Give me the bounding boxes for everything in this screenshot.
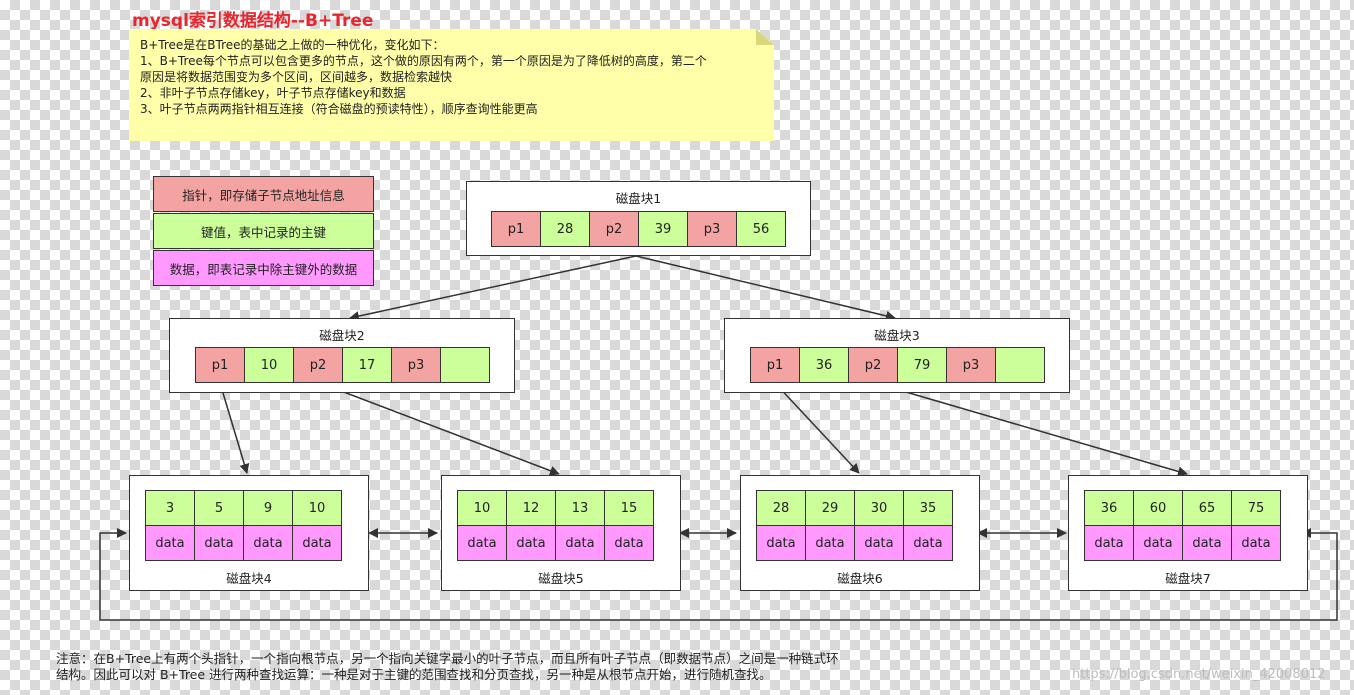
legend-data: 数据，即表记录中除主键外的数据 <box>153 250 374 286</box>
disk-block-label: 磁盘块5 <box>538 571 584 586</box>
footer-line: 注意：在B+Tree上有两个头指针，一个指向根节点，另一个指向关键字最小的叶子节… <box>56 651 839 666</box>
key-cell: 65 <box>1182 490 1232 526</box>
disk-block-label: 磁盘块3 <box>874 328 920 343</box>
key-cell <box>440 347 490 383</box>
note-line: B+Tree是在BTree的基础之上做的一种优化，变化如下： <box>140 38 445 52</box>
data-cell: data <box>1133 525 1183 561</box>
key-cell: 10 <box>457 490 507 526</box>
key-cell: 35 <box>903 490 953 526</box>
arrow-block2-p1 <box>219 382 250 474</box>
data-cell: data <box>756 525 806 561</box>
arrow-block3-p2 <box>874 382 1188 477</box>
disk-block-2: 磁盘块2 p1 10 p2 17 p3 <box>169 318 515 393</box>
pointer-cell: p1 <box>750 347 800 383</box>
legend-key: 键值，表中记录的主键 <box>153 213 374 249</box>
arrow-root-to-block2 <box>349 255 637 321</box>
note-text: B+Tree是在BTree的基础之上做的一种优化，变化如下： 1、B+Tree每… <box>140 37 770 117</box>
note-line: 2、非叶子节点存储key，叶子节点存储key和数据 <box>140 86 406 100</box>
arrow-root-to-block3 <box>635 255 896 321</box>
data-cell: data <box>506 525 556 561</box>
data-cell: data <box>457 525 507 561</box>
disk-block-label: 磁盘块7 <box>1165 571 1211 586</box>
disk-block-4: 3 5 9 10 data data data data 磁盘块4 <box>129 475 369 591</box>
pointer-cell: p2 <box>293 347 343 383</box>
note-line: 3、叶子节点两两指针相互连接（符合磁盘的预读特性），顺序查询性能更高 <box>140 102 538 116</box>
disk-block-label: 磁盘块4 <box>226 571 272 586</box>
page-title: mysql索引数据结构--B+Tree <box>132 11 374 31</box>
disk-block-label: 磁盘块2 <box>319 328 365 343</box>
key-cell: 30 <box>854 490 904 526</box>
key-cell: 3 <box>145 490 195 526</box>
key-cell: 5 <box>194 490 244 526</box>
data-cell: data <box>555 525 605 561</box>
disk-block-1: 磁盘块1 p1 28 p2 39 p3 56 <box>466 181 811 256</box>
pointer-cell: p1 <box>195 347 245 383</box>
key-cell: 60 <box>1133 490 1183 526</box>
pointer-cell: p3 <box>687 211 737 247</box>
pointer-cell: p3 <box>391 347 441 383</box>
arrow-block3-p1 <box>774 382 860 474</box>
data-cell: data <box>604 525 654 561</box>
data-cell: data <box>292 525 342 561</box>
data-cell: data <box>854 525 904 561</box>
disk-block-6: 28 29 30 35 data data data data 磁盘块6 <box>740 475 980 591</box>
footer-note: 注意：在B+Tree上有两个头指针，一个指向根节点，另一个指向关键字最小的叶子节… <box>56 651 839 683</box>
key-cell: 56 <box>736 211 786 247</box>
data-cell: data <box>805 525 855 561</box>
disk-block-5: 10 12 13 15 data data data data 磁盘块5 <box>441 475 681 591</box>
footer-line: 结构。因此可以对 B+Tree 进行两种查找运算：一种是对于主键的范围查找和分页… <box>56 667 772 682</box>
data-cell: data <box>903 525 953 561</box>
disk-block-7: 36 60 65 75 data data data data 磁盘块7 <box>1068 475 1308 591</box>
legend-pointer: 指针，即存储子节点地址信息 <box>153 176 374 212</box>
data-cell: data <box>1084 525 1134 561</box>
pointer-cell: p1 <box>491 211 541 247</box>
key-cell: 36 <box>799 347 849 383</box>
link-leaf-ring <box>99 528 1338 621</box>
data-cell: data <box>145 525 195 561</box>
key-cell: 12 <box>506 490 556 526</box>
pointer-cell: p2 <box>589 211 639 247</box>
disk-block-3: 磁盘块3 p1 36 p2 79 p3 <box>724 318 1070 393</box>
key-cell: 17 <box>342 347 392 383</box>
key-cell: 28 <box>540 211 590 247</box>
watermark: https://blog.csdn.net/weixin_42008012 <box>1072 667 1326 682</box>
pointer-cell: p3 <box>946 347 996 383</box>
key-cell: 36 <box>1084 490 1134 526</box>
disk-block-label: 磁盘块6 <box>837 571 883 586</box>
key-cell: 13 <box>555 490 605 526</box>
data-cell: data <box>243 525 293 561</box>
key-cell: 9 <box>243 490 293 526</box>
key-cell: 15 <box>604 490 654 526</box>
disk-block-label: 磁盘块1 <box>615 191 662 206</box>
pointer-cell: p2 <box>848 347 898 383</box>
note-line: 1、B+Tree每个节点可以包含更多的节点，这个做的原因有两个，第一个原因是为了… <box>140 54 707 68</box>
key-cell: 79 <box>897 347 947 383</box>
data-cell: data <box>1182 525 1232 561</box>
key-cell: 75 <box>1231 490 1281 526</box>
note-line: 原因是将数据范围变为多个区间，区间越多，数据检索越快 <box>140 70 453 84</box>
key-cell: 10 <box>292 490 342 526</box>
data-cell: data <box>1231 525 1281 561</box>
note-card <box>129 29 774 141</box>
key-cell: 28 <box>756 490 806 526</box>
key-cell: 39 <box>638 211 688 247</box>
key-cell <box>995 347 1045 383</box>
arrow-block2-p2 <box>319 382 560 476</box>
key-cell: 29 <box>805 490 855 526</box>
data-cell: data <box>194 525 244 561</box>
key-cell: 10 <box>244 347 294 383</box>
